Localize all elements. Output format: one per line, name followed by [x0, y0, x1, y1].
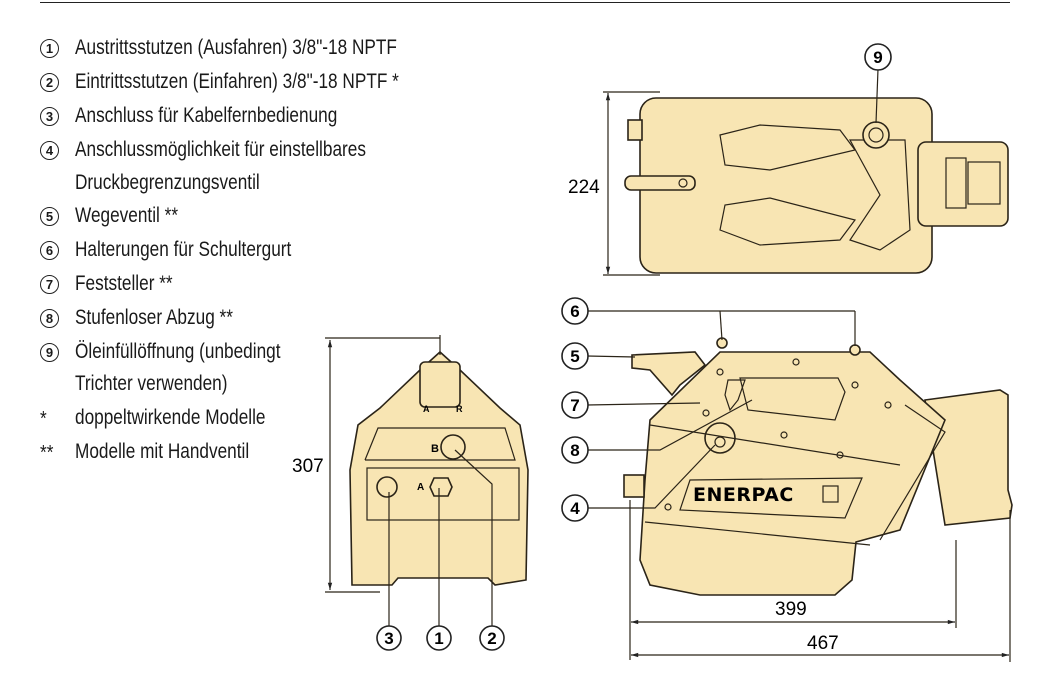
callout-marker: 3 [40, 107, 59, 126]
callout-number: 6 [570, 302, 579, 321]
label-a: A [417, 482, 424, 493]
callout-6 [561, 297, 589, 325]
legend-text: Öleinfüllöffnung (unbedingt [75, 340, 281, 363]
callout-7 [561, 391, 589, 419]
port-a-fitting [429, 477, 453, 497]
enerpac-logo: ENERPAC [693, 484, 794, 506]
legend-text: Wegeventil ** [75, 204, 179, 227]
callout-marker: 5 [40, 207, 59, 226]
asterisk-marker: ** [40, 442, 54, 464]
top-valve-lever [624, 175, 696, 191]
callout-9 [864, 43, 892, 71]
callout-1 [426, 625, 452, 651]
callout-number: 2 [487, 629, 496, 648]
top-rule [40, 2, 1010, 3]
callout-number: 4 [570, 499, 580, 518]
screw-heads [664, 358, 892, 511]
callout-8 [561, 436, 589, 464]
dimension-224: 224 [568, 177, 600, 198]
callout-3 [376, 625, 402, 651]
callout-marker: 1 [40, 39, 59, 58]
callout-4 [561, 494, 589, 522]
pump-side-body [639, 351, 946, 596]
top-v-rib [848, 139, 911, 251]
brand-plate [679, 477, 863, 519]
dimension-467: 467 [807, 633, 839, 654]
legend-text: Halterungen für Schultergurt [75, 238, 292, 261]
lock-lever [724, 379, 746, 412]
label-a-top: A [423, 404, 430, 414]
legend-text: Anschluss für Kabelfernbedienung [75, 104, 338, 127]
callout-5 [561, 342, 589, 370]
top-view: 224 9 [568, 43, 1009, 276]
top-grip-lower [719, 197, 857, 246]
top-fitting [627, 119, 643, 141]
directional-valve-front [419, 361, 461, 408]
callout-marker: 7 [40, 275, 59, 294]
callout-number: 3 [384, 629, 393, 648]
callout-number: 5 [570, 347, 579, 366]
callout-number: 1 [434, 629, 443, 648]
legend-text: Austrittsstutzen (Ausfahren) 3/8"-18 NPT… [75, 36, 397, 59]
asterisk-marker: * [40, 408, 47, 430]
oil-fill-cap [862, 121, 890, 149]
legend-text: Anschlussmöglichkeit für einstellbares [75, 138, 366, 161]
callout-marker: 6 [40, 241, 59, 260]
callout-marker: 2 [40, 73, 59, 92]
enerpac-logo-mark-icon [822, 485, 839, 503]
legend-text: Stufenloser Abzug ** [75, 306, 233, 329]
callout-marker: 8 [40, 309, 59, 328]
front-view: 307 A R B A 3 1 2 [292, 335, 529, 651]
callout-number: 7 [570, 396, 579, 415]
legend-text: Trichter verwenden) [75, 372, 228, 395]
callout-marker: 9 [40, 343, 59, 362]
callout-number: 9 [873, 48, 882, 67]
legend-text: Feststeller ** [75, 272, 173, 295]
directional-valve-lever [631, 351, 707, 397]
legend-text: Modelle mit Handventil [75, 440, 250, 463]
handle-cutout [739, 377, 846, 421]
callout-number: 8 [570, 441, 579, 460]
legend-text: Eintrittsstutzen (Einfahren) 3/8"-18 NPT… [75, 70, 399, 93]
lower-panel [366, 467, 520, 521]
callout-marker: 4 [40, 141, 59, 160]
side-view: ENERPAC 6 5 7 8 4 399 467 [561, 297, 1013, 662]
remote-connector [376, 476, 398, 498]
battery-pack [924, 389, 1013, 526]
top-display-housing [917, 141, 1009, 227]
legend-text: Druckbegrenzungsventil [75, 171, 260, 194]
callout-2 [479, 625, 505, 651]
strap-mount-right [849, 344, 861, 356]
label-b: B [431, 443, 439, 455]
relief-valve-fitting [623, 474, 645, 498]
legend-text: doppeltwirkende Modelle [75, 406, 266, 429]
dimension-399: 399 [775, 599, 807, 620]
label-r-top: R [456, 404, 463, 414]
dimension-307: 307 [292, 456, 324, 477]
